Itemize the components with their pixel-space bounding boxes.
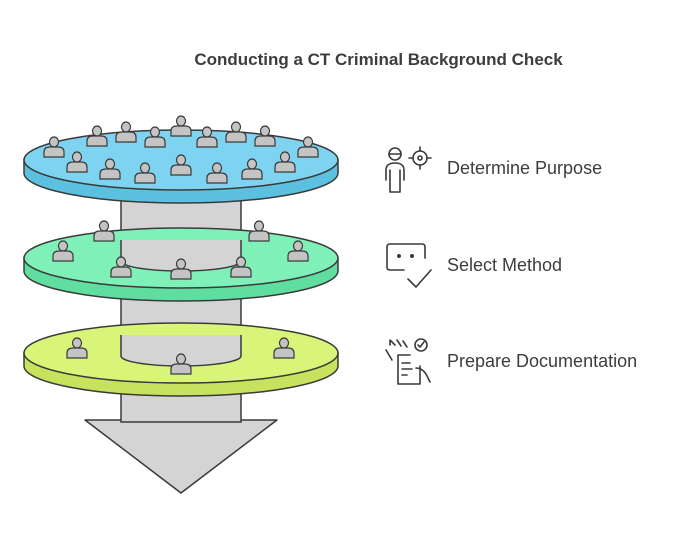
- person-target-icon: [385, 146, 432, 193]
- step-label-determine-purpose: Determine Purpose: [447, 158, 603, 178]
- document-hand-check-icon: [385, 338, 431, 385]
- diagram-title: Conducting a CT Criminal Background Chec…: [194, 50, 563, 69]
- step-label-prepare-documentation: Prepare Documentation: [447, 351, 638, 371]
- step-label-select-method: Select Method: [447, 255, 563, 275]
- arrow-head: [84, 419, 278, 494]
- screen-check-icon: [386, 243, 432, 288]
